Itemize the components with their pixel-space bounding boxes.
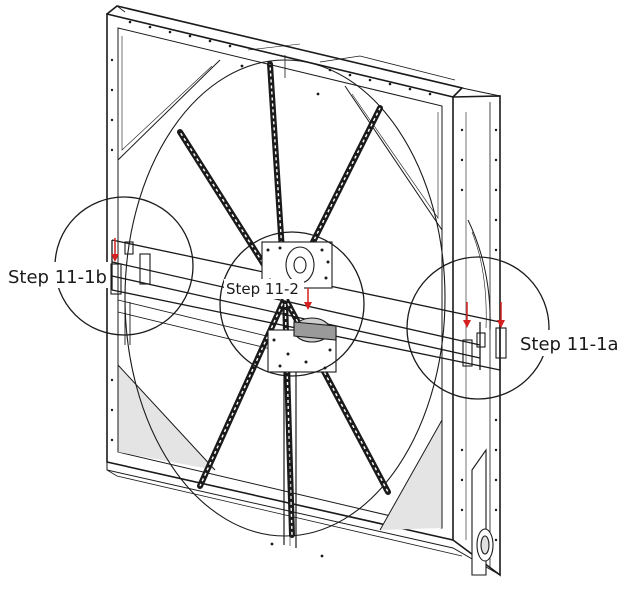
step-11-1b-label: Step 11-1b [8, 267, 107, 288]
frame-rivets [110, 20, 498, 558]
down-arrow-icons [111, 238, 505, 328]
down-arrow-icon [463, 302, 471, 328]
down-arrow-icon [111, 238, 119, 262]
side-seal [467, 219, 491, 331]
corner-gussets [117, 28, 443, 531]
down-arrow-icon [304, 288, 312, 310]
down-arrow-icon [497, 302, 505, 328]
drive-motor [471, 448, 494, 576]
rotor-wheel [124, 59, 446, 537]
label-bg-11-2 [224, 279, 304, 299]
label-bg-11-1a [518, 330, 616, 356]
cross-beam [111, 239, 501, 371]
hub-assembly [261, 241, 337, 373]
callout-circle-11-1a [406, 256, 550, 400]
step-11-1a-label: Step 11-1a [520, 334, 619, 355]
callout-circle-11-2 [219, 231, 365, 377]
label-bg-11-1b [6, 262, 110, 288]
step-11-2-label: Step 11-2 [226, 280, 299, 298]
